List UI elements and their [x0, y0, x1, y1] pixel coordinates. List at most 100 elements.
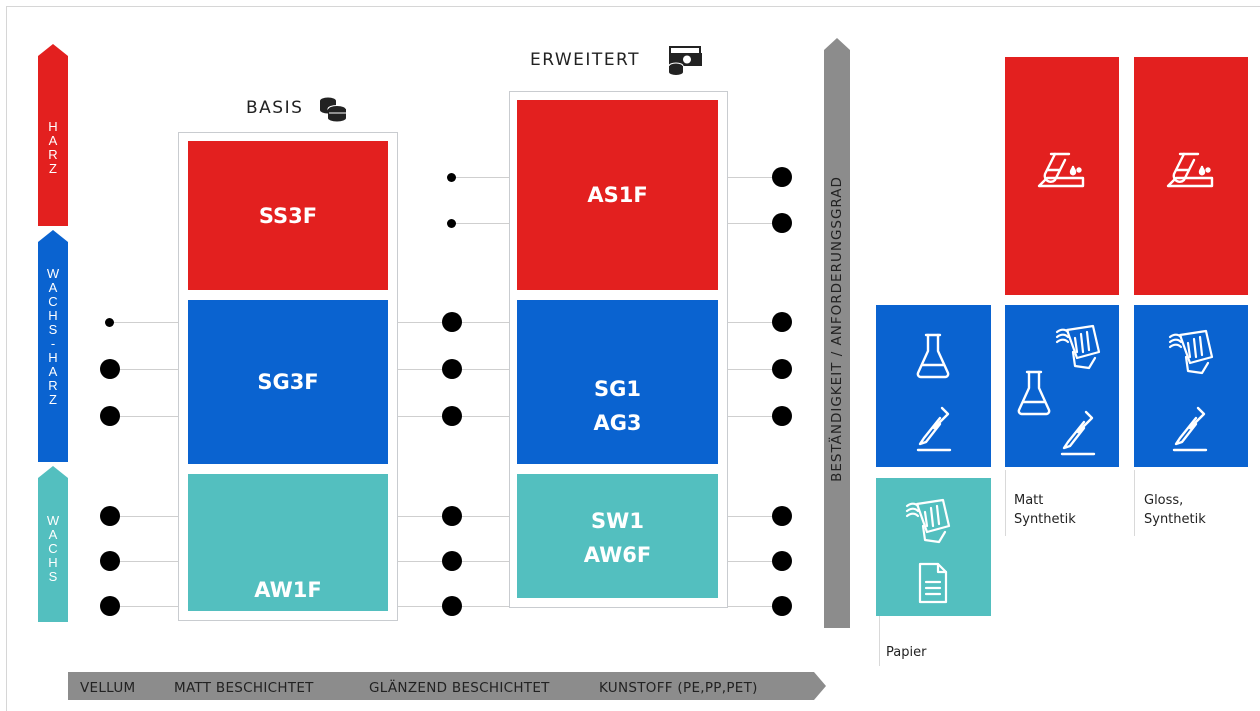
panel-separator [1134, 470, 1135, 536]
vertical-axis-label: BESTÄNDIGKEIT / ANFORDERUNGSGRAD [829, 176, 845, 482]
band-wachs-shape [38, 466, 68, 622]
connector-line [452, 223, 516, 224]
band-letter: H [48, 555, 58, 570]
band-wachs-harz-shape [38, 230, 68, 462]
band-letter: Z [49, 161, 57, 176]
band-letter: A [48, 280, 58, 295]
rating-dot-large [772, 406, 792, 426]
rating-dot-small [447, 173, 456, 182]
connector-line [718, 416, 782, 417]
basis-block-teal: AW1F [188, 474, 388, 611]
papier-blue-panel [876, 305, 991, 467]
connector-line [110, 416, 190, 417]
rating-dot-large [100, 551, 120, 571]
panel-label-matt-synthetik: Matt Synthetik [1014, 493, 1076, 527]
band-letter: C [48, 294, 58, 309]
connector-line [110, 561, 190, 562]
band-letter: S [48, 322, 58, 337]
flask-icon [1014, 368, 1054, 418]
basis-title: BASIS [246, 98, 304, 118]
rating-dot-large [772, 167, 792, 187]
matt-red-panel [1005, 57, 1119, 295]
category-bands [38, 44, 68, 622]
money-bills-icon [667, 44, 705, 76]
gloss-blue-panel [1134, 305, 1248, 467]
connector-line [110, 369, 190, 370]
connector-line [110, 322, 190, 323]
rating-dot-large [442, 312, 462, 332]
rating-dot-large [772, 506, 792, 526]
gloss-red-panel [1134, 57, 1248, 295]
erweitert-block-red: AS1F [517, 100, 718, 290]
basis-block-blue: SG3F [188, 300, 388, 464]
rating-dot-large [772, 551, 792, 571]
connector-line [110, 516, 190, 517]
band-letter: H [48, 350, 58, 365]
rating-dot-large [772, 213, 792, 233]
band-letter: A [48, 133, 58, 148]
connector-line [718, 516, 782, 517]
chemical-spill-icon [1166, 148, 1216, 190]
band-letter: S [48, 569, 58, 584]
rating-dot-large [100, 406, 120, 426]
panel-separator [1005, 470, 1006, 536]
diagram-frame [6, 6, 1260, 711]
band-letter: A [48, 364, 58, 379]
connector-line [718, 369, 782, 370]
erweitert-title: ERWEITERT [530, 50, 641, 70]
band-letter: W [46, 266, 60, 281]
knife-scratch-icon [1058, 408, 1098, 456]
rating-dot-large [772, 359, 792, 379]
chemical-spill-icon [1037, 148, 1087, 190]
rating-dot-large [772, 312, 792, 332]
knife-scratch-icon [914, 404, 954, 452]
connector-line [718, 177, 782, 178]
matt-blue-panel [1005, 305, 1119, 467]
band-letter: R [48, 147, 58, 162]
wiping-hand-icon [1053, 322, 1103, 372]
wiping-hand-icon [1166, 327, 1216, 377]
band-letter: H [48, 308, 58, 323]
band-letter: A [48, 527, 58, 542]
rating-dot-large [442, 406, 462, 426]
vertical-axis-arrow [824, 38, 850, 628]
document-icon [916, 560, 950, 606]
connector-line [110, 606, 190, 607]
axis-label-matt: MATT BESCHICHTET [174, 680, 314, 696]
panel-separator [879, 616, 880, 666]
horizontal-axis-arrow [68, 672, 826, 700]
connector-line [718, 223, 782, 224]
connector-line [718, 606, 782, 607]
rating-dot-large [442, 596, 462, 616]
rating-dot-large [442, 359, 462, 379]
panel-label-papier: Papier [886, 645, 927, 660]
rating-dot-large [100, 506, 120, 526]
band-letter: C [48, 541, 58, 556]
band-letter: R [48, 378, 58, 393]
rating-dot-large [100, 596, 120, 616]
rating-dot-large [442, 506, 462, 526]
knife-scratch-icon [1170, 404, 1210, 452]
connector-line [452, 177, 516, 178]
erweitert-block-blue: SG1 AG3 [517, 300, 718, 464]
panel-label-gloss-synthetik: Gloss, Synthetik [1144, 493, 1206, 527]
coins-icon [318, 96, 348, 122]
axis-label-glanzend: GLÄNZEND BESCHICHTET [369, 680, 550, 696]
connector-line [718, 322, 782, 323]
band-letter: - [50, 336, 56, 351]
band-letter: Z [49, 392, 57, 407]
axis-label-vellum: VELLUM [80, 680, 136, 696]
connector-line [718, 561, 782, 562]
band-letter: H [48, 119, 58, 134]
wiping-hand-icon [903, 496, 953, 546]
band-letter: W [46, 513, 60, 528]
rating-dot-small [105, 318, 114, 327]
flask-icon [913, 331, 953, 381]
rating-dot-large [442, 551, 462, 571]
erweitert-block-teal: SW1 AW6F [517, 474, 718, 598]
band-harz-shape [38, 44, 68, 226]
rating-dot-large [772, 596, 792, 616]
